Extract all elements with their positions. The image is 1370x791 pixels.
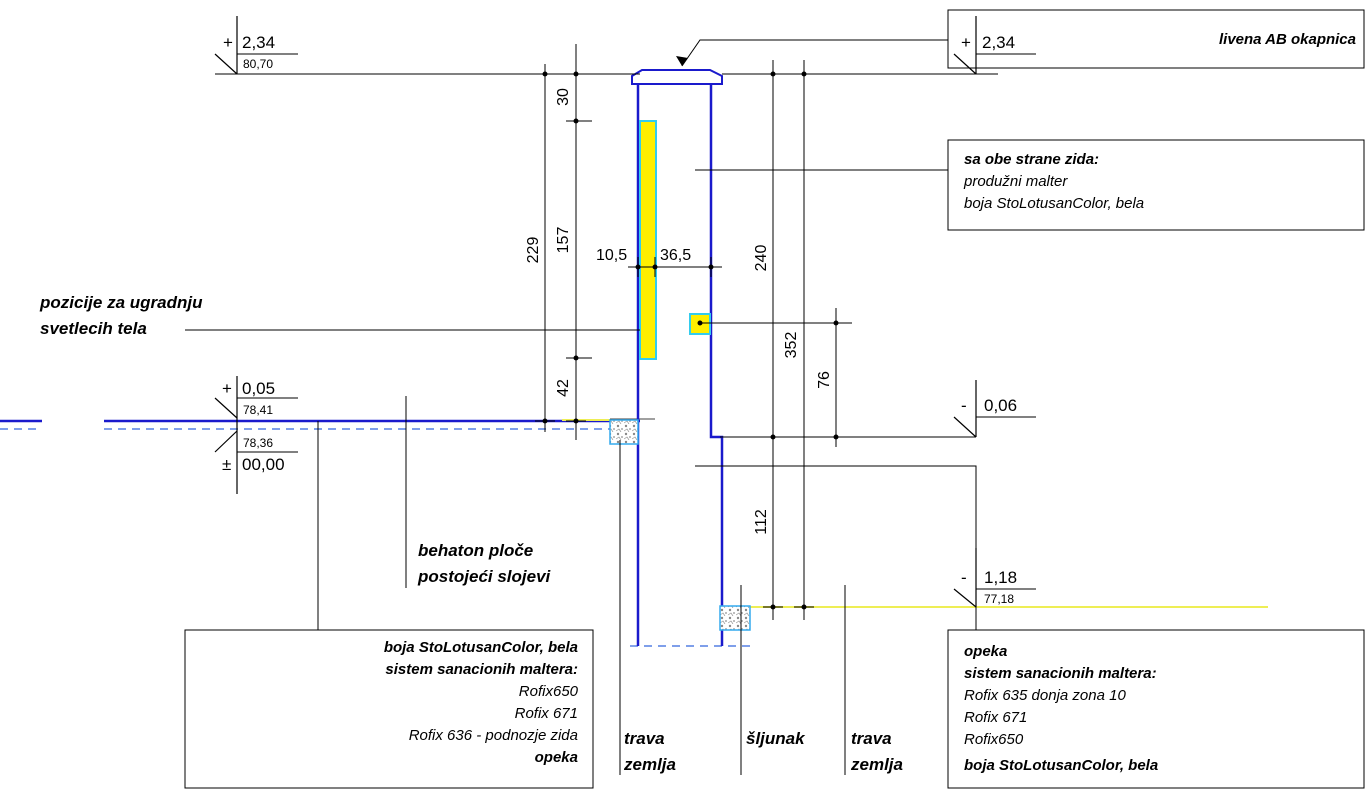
trava1-line1: trava: [624, 729, 665, 748]
left-box-line6: opeka: [535, 749, 578, 766]
right-box-line3: Rofix 635 donja zona 10: [964, 687, 1126, 704]
level-abs: 78,41: [243, 403, 273, 417]
positions-line1: pozicije za ugradnju: [39, 293, 203, 312]
dim-240: 240: [753, 245, 770, 272]
light-fixture-strip: [639, 120, 657, 360]
positions-line2: svetlecih tela: [40, 319, 147, 338]
level-top-right: + 2,34: [722, 16, 1036, 75]
trava1-line2: zemlja: [623, 755, 676, 774]
level-value-lower: 00,00: [242, 455, 285, 474]
right-box-line5: Rofix650: [964, 731, 1024, 748]
ground-lines: [0, 418, 1268, 647]
dim-10-5: 10,5: [596, 247, 627, 264]
level-sign: -: [961, 568, 967, 587]
both-sides-line1: produžni malter: [963, 173, 1068, 190]
label-box-okapnica: [947, 9, 1365, 69]
right-box-line1: opeka: [964, 643, 1007, 660]
level-value: 2,34: [982, 33, 1015, 52]
level-low-right: - 1,18 77,18: [953, 548, 1036, 608]
both-sides-line2: boja StoLotusanColor, bela: [964, 195, 1144, 212]
trava2-line1: trava: [851, 729, 892, 748]
level-abs-lower: 78,36: [243, 436, 273, 450]
dim-42: 42: [555, 379, 572, 397]
gravel-footing-left: [609, 419, 639, 445]
sljunak-label: šljunak: [746, 729, 806, 748]
level-sign: +: [223, 33, 233, 52]
level-sign: +: [222, 379, 232, 398]
label-box-right: [947, 629, 1365, 789]
dim-112: 112: [753, 509, 770, 535]
dim-352: 352: [783, 332, 800, 359]
dim-157: 157: [555, 227, 572, 254]
dimension-lines: [535, 44, 852, 620]
left-box-line5: Rofix 636 - podnozje zida: [409, 727, 578, 744]
level-value: 0,06: [984, 396, 1017, 415]
right-box-line4: Rofix 671: [964, 709, 1027, 726]
right-box-line6: boja StoLotusanColor, bela: [964, 757, 1158, 774]
left-box-line1: boja StoLotusanColor, bela: [384, 639, 578, 656]
trava2-line2: zemlja: [850, 755, 903, 774]
level-abs: 80,70: [243, 57, 273, 71]
okapnica-label: livena AB okapnica: [1219, 31, 1356, 48]
left-box-line3: Rofix650: [519, 683, 579, 700]
level-mid-left: + 0,05 78,41 78,36 ± 00,00: [214, 376, 298, 494]
level-abs: 77,18: [984, 592, 1014, 606]
left-box-line2: sistem sanacionih maltera:: [385, 661, 578, 678]
level-value: 1,18: [984, 568, 1017, 587]
level-mid-right: - 0,06: [720, 380, 1036, 438]
level-sign: -: [961, 396, 967, 415]
level-value: 2,34: [242, 33, 275, 52]
level-sign: +: [961, 33, 971, 52]
dim-229: 229: [525, 237, 542, 264]
gravel-footing-right: [719, 605, 751, 631]
leader-lines: [185, 39, 977, 775]
dim-30: 30: [555, 88, 572, 106]
level-value: 0,05: [242, 379, 275, 398]
level-top-left: + 2,34 80,70: [214, 16, 640, 75]
dim-76: 76: [816, 371, 833, 389]
behaton-line1: behaton ploče: [418, 541, 533, 560]
both-sides-title: sa obe strane zida:: [964, 151, 1099, 168]
label-box-left: [184, 629, 594, 789]
arrow-head-icon: [676, 56, 688, 66]
dim-36-5: 36,5: [660, 247, 691, 264]
left-box-line4: Rofix 671: [515, 705, 578, 722]
behaton-line2: postojeći slojevi: [417, 567, 552, 586]
label-box-both-sides: [947, 139, 1365, 231]
right-box-line2: sistem sanacionih maltera:: [964, 665, 1157, 682]
level-sign-lower: ±: [222, 455, 231, 474]
